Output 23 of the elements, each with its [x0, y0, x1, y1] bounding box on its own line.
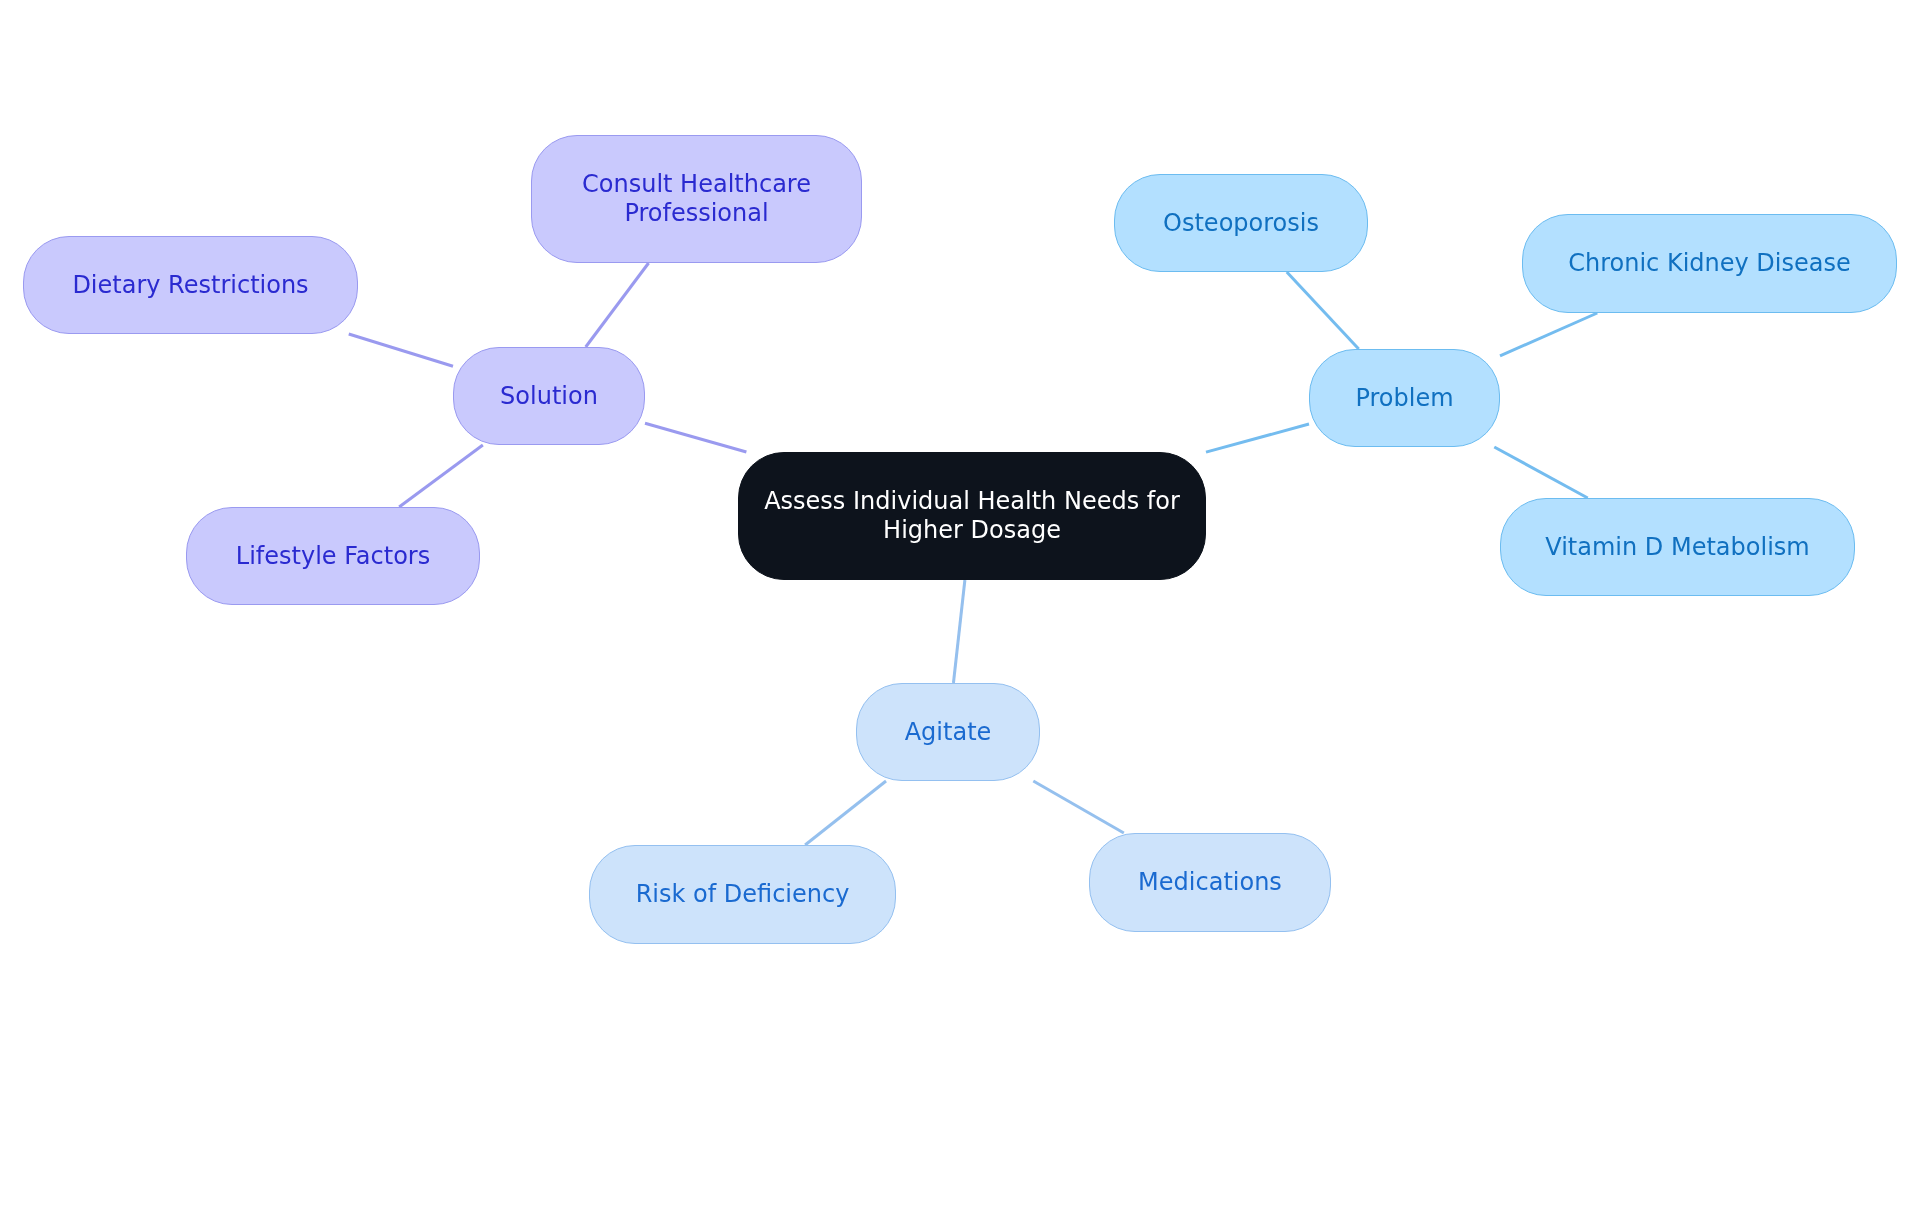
connector-line — [348, 332, 454, 368]
connector-line — [951, 579, 967, 684]
topic-box: Vitamin D Metabolism — [1500, 498, 1855, 596]
topic-box: Dietary Restrictions — [23, 236, 358, 334]
connector-line — [804, 779, 887, 847]
topic-box: Lifestyle Factors — [186, 507, 480, 605]
connector-line — [1285, 270, 1360, 351]
connector-line — [584, 262, 650, 348]
central-topic-box: Assess Individual Health Needs for Higher Dosage — [738, 452, 1206, 580]
connector-line — [1032, 779, 1125, 835]
topic-box: Chronic Kidney Disease — [1522, 214, 1897, 313]
connector-line — [1205, 422, 1310, 454]
topic-box: Osteoporosis — [1114, 174, 1368, 272]
connector-line — [644, 421, 747, 454]
topic-box: Consult Healthcare Professional — [531, 135, 862, 263]
topic-box: Risk of Deficiency — [589, 845, 896, 944]
topic-box: Problem — [1309, 349, 1500, 447]
connector-line — [398, 443, 484, 509]
topic-box: Medications — [1089, 833, 1331, 932]
topic-box: Solution — [453, 347, 645, 445]
connector-line — [1493, 445, 1589, 500]
connector-line — [1499, 311, 1598, 358]
topic-box: Agitate — [856, 683, 1040, 781]
